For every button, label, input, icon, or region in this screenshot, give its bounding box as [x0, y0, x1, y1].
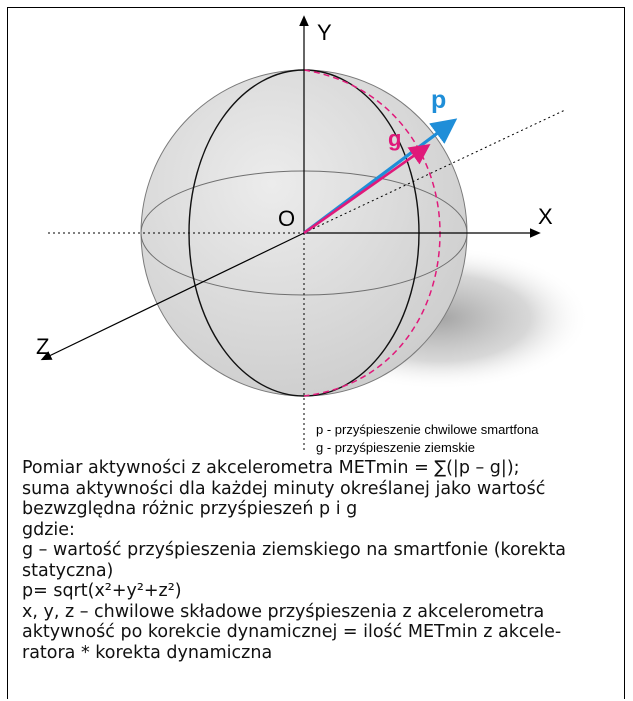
origin-label: O: [278, 206, 295, 231]
vector-g-label: g: [388, 126, 401, 151]
description-text: Pomiar aktywności z akcelerometra METmin…: [22, 458, 622, 663]
description-line: bezwzględna różnic przyśpieszeń p i g: [22, 499, 358, 519]
description-line: suma aktywności dla każdej minuty określ…: [22, 478, 546, 499]
axis-y-label: Y: [317, 20, 332, 45]
description-line: aktywność po korekcie dynamicznej = iloś…: [22, 622, 562, 642]
axis-z: [40, 232, 305, 361]
description-line: Pomiar aktywności z akcelerometra METmin…: [22, 458, 520, 478]
p-direction-dotted: [303, 109, 566, 234]
axis-x-label: X: [538, 204, 553, 229]
figure-frame: [7, 7, 625, 699]
legend-item-p: p - przyśpieszenie chwilowe smartfona: [316, 422, 539, 437]
description-line: gdzie:: [22, 519, 75, 540]
vector-p-label: p: [431, 86, 446, 114]
description-line: statyczna): [22, 560, 114, 581]
accelerometer-sphere-diagram: Y X Z O p g p - przyśpieszenie chwilowe …: [36, 15, 590, 455]
description-line: g – wartość przyśpieszenia ziemskiego na…: [22, 540, 567, 560]
legend-item-g: g - przyśpieszenie ziemskie: [316, 440, 475, 455]
description-line: x, y, z – chwilowe składowe przyśpieszen…: [22, 601, 545, 622]
axis-z-label: Z: [36, 334, 49, 359]
description-line: p= sqrt(x²+y²+z²): [22, 581, 182, 601]
description-line: ratora * korekta dynamiczna: [22, 642, 273, 663]
vector-g: [303, 144, 431, 235]
